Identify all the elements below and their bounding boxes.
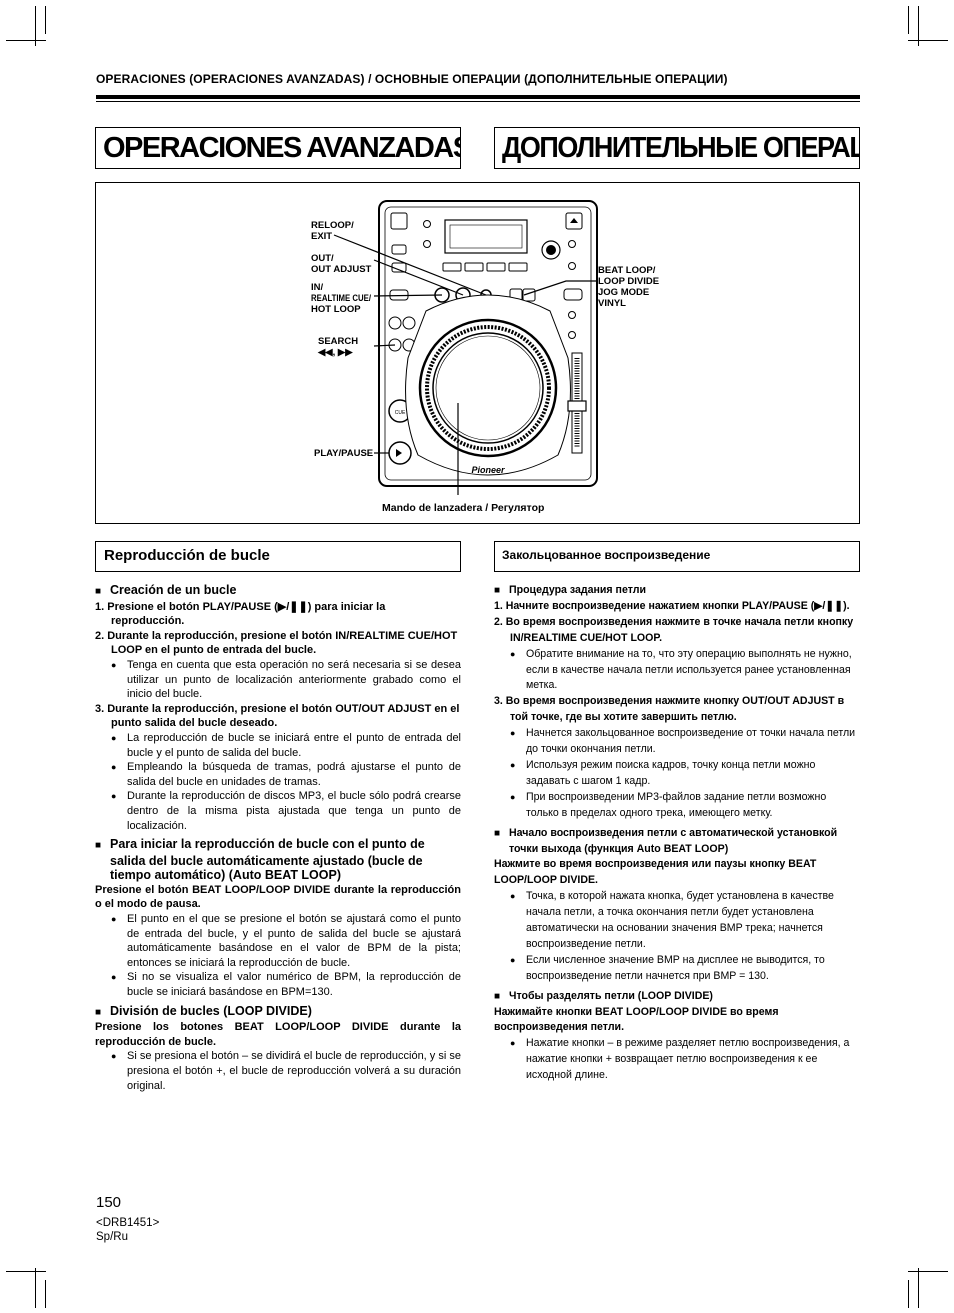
column-spanish: Creación de un bucle 1. Presione el botó… xyxy=(95,579,461,1093)
step-3-ru: 3. Во время воспроизведения нажмите кноп… xyxy=(494,695,845,724)
bullet-item: Si se presiona el botón – se dividirá el… xyxy=(95,1049,461,1093)
bullet-item: Empleando la búsqueda de tramas, podrá a… xyxy=(95,760,461,789)
device-figure: CUE Pioneer RELOOP/ EXIT OUT/ OUT ADJUST… xyxy=(95,182,860,524)
cue-button-label: CUE xyxy=(395,410,406,416)
instruction-auto: Presione el botón BEAT LOOP/LOOP DIVIDE … xyxy=(95,883,461,911)
bullet-item: Обратите внимание на то, что эту операци… xyxy=(494,647,860,695)
instruction-divide-ru: Нажимайте кнопки BEAT LOOP/LOOP DIVIDE в… xyxy=(494,1005,779,1034)
bullet-item: При воспроизведении MP3-файлов задание п… xyxy=(494,790,860,822)
section-title-es: Reproducción de bucle xyxy=(95,541,461,572)
heading-auto-beat-loop-ru: Начало воспроизведения петли с автоматич… xyxy=(494,826,860,858)
heading-create-loop-ru: Процедура задания петли xyxy=(494,583,860,599)
running-header: OPERACIONES (OPERACIONES AVANZADAS) / ОС… xyxy=(96,72,728,86)
step-1: 1. Presione el botón PLAY/PAUSE (▶/❚❚) p… xyxy=(95,600,386,628)
bullet-item: El punto en el que se presione el botón … xyxy=(95,912,461,970)
bullet-item: Si no se visualiza el valor numérico de … xyxy=(95,970,461,999)
label-beat-loop: BEAT LOOP/ LOOP DIVIDE JOG MODE VINYL xyxy=(598,265,660,309)
step-3: 3. Durante la reproducción, presione el … xyxy=(95,702,460,730)
bullet-item: Начнется закольцованное воспроизведение … xyxy=(494,726,860,758)
column-russian: Процедура задания петли 1. Начните воспр… xyxy=(494,579,860,1084)
instruction-auto-ru: Нажмите во время воспроизведения или пау… xyxy=(494,858,817,887)
bullet-item: Durante la reproducción de discos MP3, e… xyxy=(95,789,461,833)
label-play-pause: PLAY/PAUSE xyxy=(314,448,374,459)
heading-loop-divide: División de bucles (LOOP DIVIDE) xyxy=(95,1004,461,1021)
brand-logo: Pioneer xyxy=(471,465,505,475)
heading-create-loop: Creación de un bucle xyxy=(95,583,461,600)
page-title-es: OPERACIONES AVANZADAS xyxy=(95,127,461,169)
bullet-item: Если численное значение BMP на дисплее н… xyxy=(494,953,860,985)
header-rule-thick xyxy=(96,95,860,99)
section-title-ru: Закольцованное воспроизведение xyxy=(494,541,860,572)
step-2-ru: 2. Во время воспроизведения нажмите в то… xyxy=(494,615,854,644)
label-out-adjust: OUT/ OUT ADJUST xyxy=(311,253,372,275)
page-number: 150 xyxy=(96,1194,122,1211)
bullet-item: Tenga en cuenta que esta operación no se… xyxy=(95,658,461,702)
step-2: 2. Durante la reproducción, presione el … xyxy=(95,629,458,657)
heading-auto-beat-loop: Para iniciar la reproducción de bucle co… xyxy=(95,837,461,883)
label-in-realtime-cue: IN/ REALTIME CUE/ HOT LOOP xyxy=(311,282,372,315)
label-search: SEARCH ◀◀, ▶▶ xyxy=(318,336,359,358)
step-1-ru: 1. Начните воспроизведение нажатием кноп… xyxy=(494,599,850,612)
instruction-divide: Presione los botones BEAT LOOP/LOOP DIVI… xyxy=(95,1021,461,1048)
bullet-item: Используя режим поиска кадров, точку кон… xyxy=(494,758,860,790)
page-title-ru: ДОПОЛНИТЕЛЬНЫЕ ОПЕРАЦИИ xyxy=(494,127,860,169)
doc-code: <DRB1451> Sp/Ru xyxy=(96,1217,160,1243)
bullet-item: Точка, в которой нажата кнопка, будет ус… xyxy=(494,889,860,953)
cdj-player-illustration: CUE Pioneer xyxy=(333,200,598,495)
label-jog-dial: Mando de lanzadera / Регулятор xyxy=(382,502,545,514)
header-rule-thin xyxy=(96,101,860,102)
bullet-item: La reproducción de bucle se iniciará ent… xyxy=(95,731,461,760)
heading-loop-divide-ru: Чтобы разделять петли (LOOP DIVIDE) xyxy=(494,989,860,1005)
bullet-item: Нажатие кнопки – в режиме разделяет петл… xyxy=(494,1036,860,1084)
label-reloop-exit: RELOOP/ EXIT xyxy=(311,220,354,242)
